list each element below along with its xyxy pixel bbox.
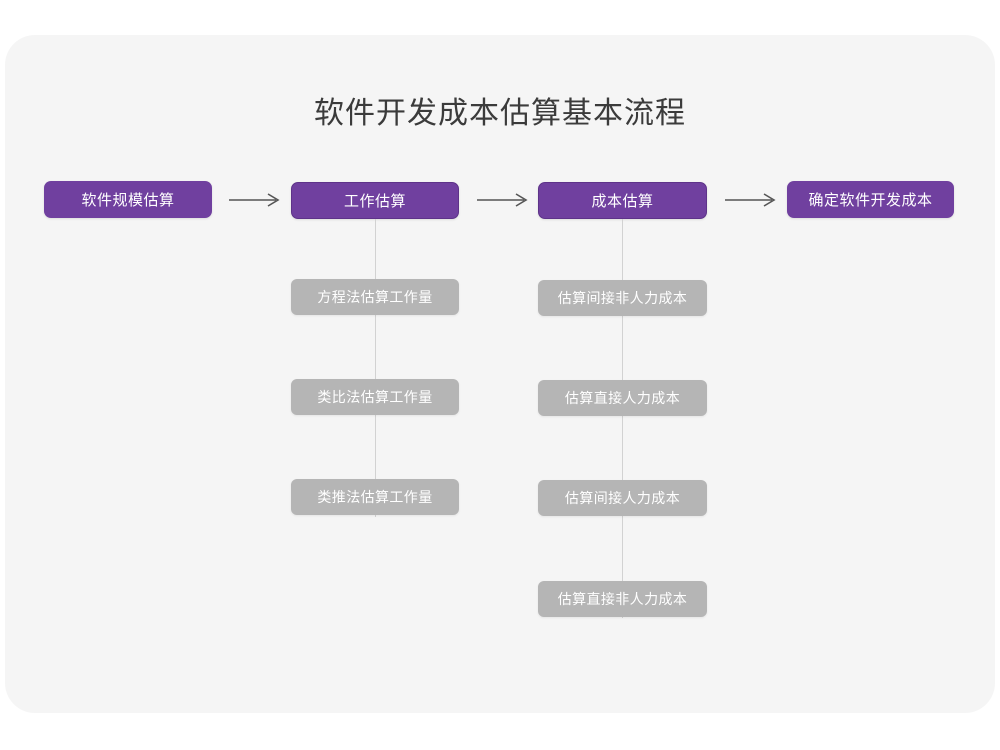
substep-node-direct-labor-cost[interactable]: 估算直接人力成本	[538, 380, 707, 416]
substep-node-label: 类比法估算工作量	[317, 389, 433, 405]
connector-line-stage2-substeps	[375, 219, 376, 517]
substep-node-inference-method-effort[interactable]: 类推法估算工作量	[291, 479, 459, 515]
stage-node-label: 确定软件开发成本	[808, 192, 933, 209]
stage-node-cost-estimation[interactable]: 成本估算	[538, 182, 707, 219]
arrow-right-icon-stage1-stage2	[228, 189, 283, 211]
stage-node-software-scale-estimation[interactable]: 软件规模估算	[44, 181, 212, 218]
substep-node-indirect-nonlabor-cost[interactable]: 估算间接非人力成本	[538, 280, 707, 316]
stage-node-label: 成本估算	[591, 193, 654, 210]
arrow-right-icon-stage2-stage3	[476, 189, 531, 211]
substep-node-label: 方程法估算工作量	[317, 289, 433, 305]
substep-node-indirect-labor-cost[interactable]: 估算间接人力成本	[538, 480, 707, 516]
arrow-right-icon-stage3-stage4	[724, 189, 779, 211]
diagram-title: 软件开发成本估算基本流程	[314, 97, 686, 130]
substep-node-direct-nonlabor-cost[interactable]: 估算直接非人力成本	[538, 581, 707, 617]
stage-node-label: 软件规模估算	[81, 192, 175, 209]
substep-node-label: 估算间接人力成本	[564, 490, 681, 506]
substep-node-label: 类推法估算工作量	[317, 489, 433, 505]
stage-node-label: 工作估算	[343, 193, 406, 210]
connector-line-stage3-substeps	[622, 219, 623, 618]
stage-node-determine-development-cost[interactable]: 确定软件开发成本	[787, 181, 954, 218]
stage-node-effort-estimation[interactable]: 工作估算	[291, 182, 459, 219]
substep-node-analogy-method-effort[interactable]: 类比法估算工作量	[291, 379, 459, 415]
substep-node-equation-method-effort[interactable]: 方程法估算工作量	[291, 279, 459, 315]
substep-node-label: 估算直接人力成本	[564, 390, 681, 406]
substep-node-label: 估算直接非人力成本	[557, 591, 688, 607]
diagram-card	[5, 35, 995, 713]
substep-node-label: 估算间接非人力成本	[557, 290, 688, 306]
